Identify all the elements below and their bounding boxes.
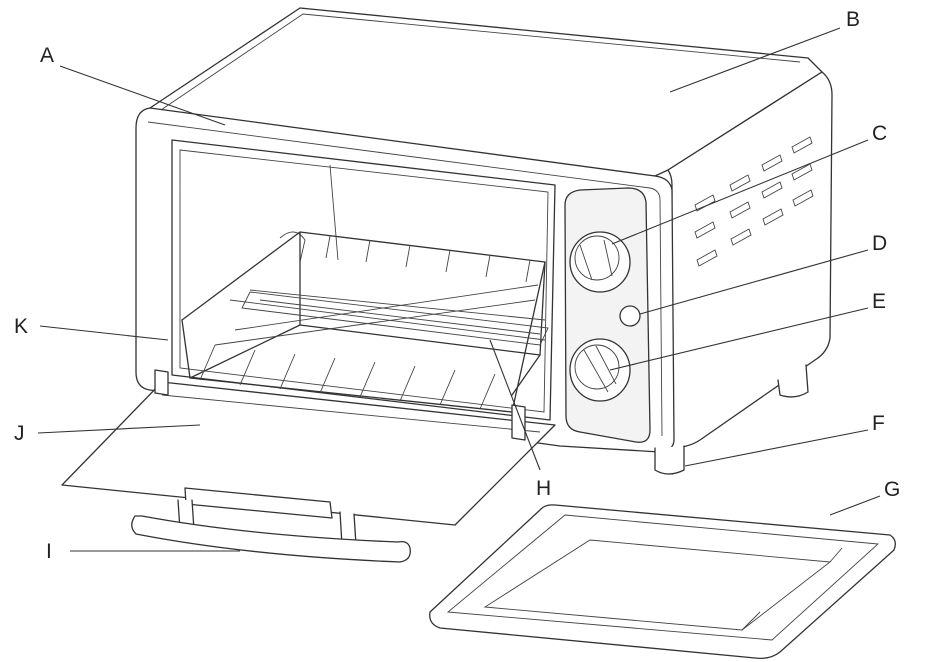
leader-h [489,339,541,471]
leader-b [669,27,841,93]
upper-knob [569,231,631,293]
door-handle [131,499,411,563]
label-j: J [14,422,25,445]
leader-c [611,139,869,245]
label-b: B [846,8,860,31]
wire-rack [181,231,546,413]
callout-labels: A B C D E F G H I J K [14,8,900,563]
label-i: I [46,540,52,563]
lower-knob [569,338,631,402]
oven-door [61,369,556,526]
leader-d [639,249,869,315]
label-e: E [872,290,886,313]
control-panel [564,187,651,443]
leader-j [37,424,201,434]
label-h: H [536,477,551,500]
baking-tray [429,504,896,660]
leader-a [59,65,226,126]
label-k: K [14,315,28,338]
label-d: D [872,232,887,255]
leader-e [609,307,869,371]
label-f: F [872,412,885,435]
label-g: G [884,478,900,501]
leader-g [829,495,881,516]
leader-lines [37,27,881,552]
crumb-tray [241,291,549,346]
leader-f [684,429,869,467]
oven-feet [654,364,809,475]
oven-housing [135,7,833,453]
label-c: C [872,122,887,145]
leader-k [39,325,169,341]
indicator-light [619,305,641,327]
label-a: A [40,44,54,67]
side-vents [694,136,814,267]
